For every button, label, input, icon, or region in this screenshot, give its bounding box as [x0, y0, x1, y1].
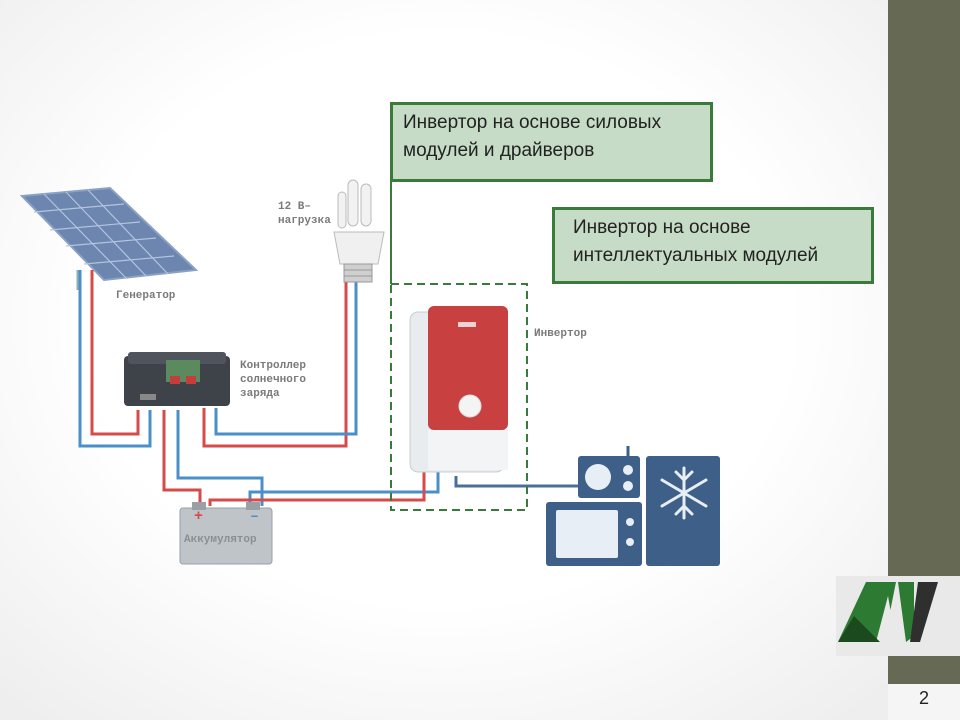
radio-icon — [578, 446, 640, 498]
solar-system-diagram — [19, 179, 720, 566]
microwave-icon — [546, 502, 642, 566]
label-battery: Аккумулятор — [184, 534, 257, 546]
label-controller-line2: солнечного — [240, 374, 307, 386]
label-controller-line3: заряда — [240, 388, 280, 400]
battery-plus-sign: + — [194, 508, 204, 525]
callout-power-modules: Инвертор на основе силовых модулей и дра… — [390, 102, 713, 182]
wires-battery-inverter — [208, 472, 440, 506]
inverter-dashed-frame — [390, 283, 528, 511]
callout-smart-modules: Инвертор на основе интеллектуальных моду… — [552, 207, 874, 284]
av-logo-icon — [838, 582, 938, 642]
solar-panel-icon — [19, 186, 199, 290]
wire-inverter-appliances — [454, 476, 578, 488]
wires-panel-controller — [78, 270, 152, 448]
inverter-icon — [409, 306, 508, 473]
label-generator: Генератор — [116, 290, 176, 302]
battery-icon — [179, 502, 273, 565]
wires-controller-load — [202, 282, 358, 448]
fridge-icon — [646, 456, 720, 566]
lamp-icon — [333, 179, 385, 283]
slide-number: 2 — [888, 684, 960, 720]
label-inverter: Инвертор — [534, 328, 587, 340]
wires-controller-battery — [162, 410, 264, 506]
label-controller-line1: Контроллер — [240, 360, 307, 372]
label-load-line1: 12 В– — [278, 201, 312, 213]
charge-controller-icon — [124, 352, 230, 406]
label-load-line2: нагрузка — [278, 215, 331, 227]
battery-minus-sign: – — [250, 508, 260, 525]
logo-panel — [836, 576, 960, 656]
